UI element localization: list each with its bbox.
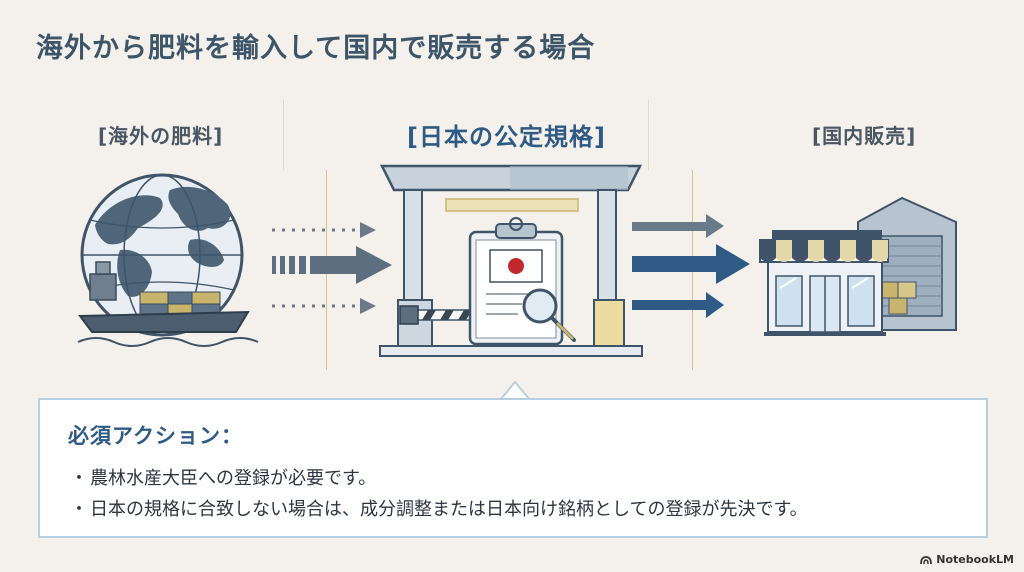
action-callout: 必須アクション： ・農林水産大臣への登録が必要です。 ・日本の規格に合致しない場… (38, 398, 988, 538)
magnifier-icon (522, 288, 576, 342)
brand-name: NotebookLM (936, 553, 1014, 566)
stage-label-domestic: [国内販売] (812, 124, 917, 148)
outflow-arrows (632, 214, 750, 318)
page-title: 海外から肥料を輸入して国内で販売する場合 (36, 33, 596, 64)
callout-heading: 必須アクション： (68, 424, 243, 448)
store-icon (759, 230, 889, 336)
flow-illustration (77, 164, 957, 357)
stage-label-overseas: [海外の肥料] (98, 124, 224, 148)
guide-line (283, 100, 284, 170)
clipboard-icon (468, 217, 564, 346)
action-item-text: 農林水産大臣への登録が必要です。 (90, 468, 377, 489)
stage-label-standard: [日本の公定規格] (407, 123, 606, 151)
bullet-icon: ・ (70, 468, 88, 489)
action-item: ・日本の規格に合致しない場合は、成分調整または日本向け銘柄としての登録が先決です… (68, 495, 808, 521)
callout-pointer (500, 381, 530, 400)
inspection-gate-icon (379, 164, 643, 357)
inflow-arrows (272, 222, 392, 314)
notebooklm-logo-icon (920, 555, 933, 564)
bullet-icon: ・ (70, 499, 88, 520)
action-item-text: 日本の規格に合致しない場合は、成分調整または日本向け銘柄としての登録が先決です。 (90, 499, 808, 520)
brand-watermark: NotebookLM (920, 553, 1014, 566)
guide-line (648, 100, 649, 170)
cargo-ship-icon (77, 261, 259, 347)
action-item: ・農林水産大臣への登録が必要です。 (68, 464, 376, 490)
